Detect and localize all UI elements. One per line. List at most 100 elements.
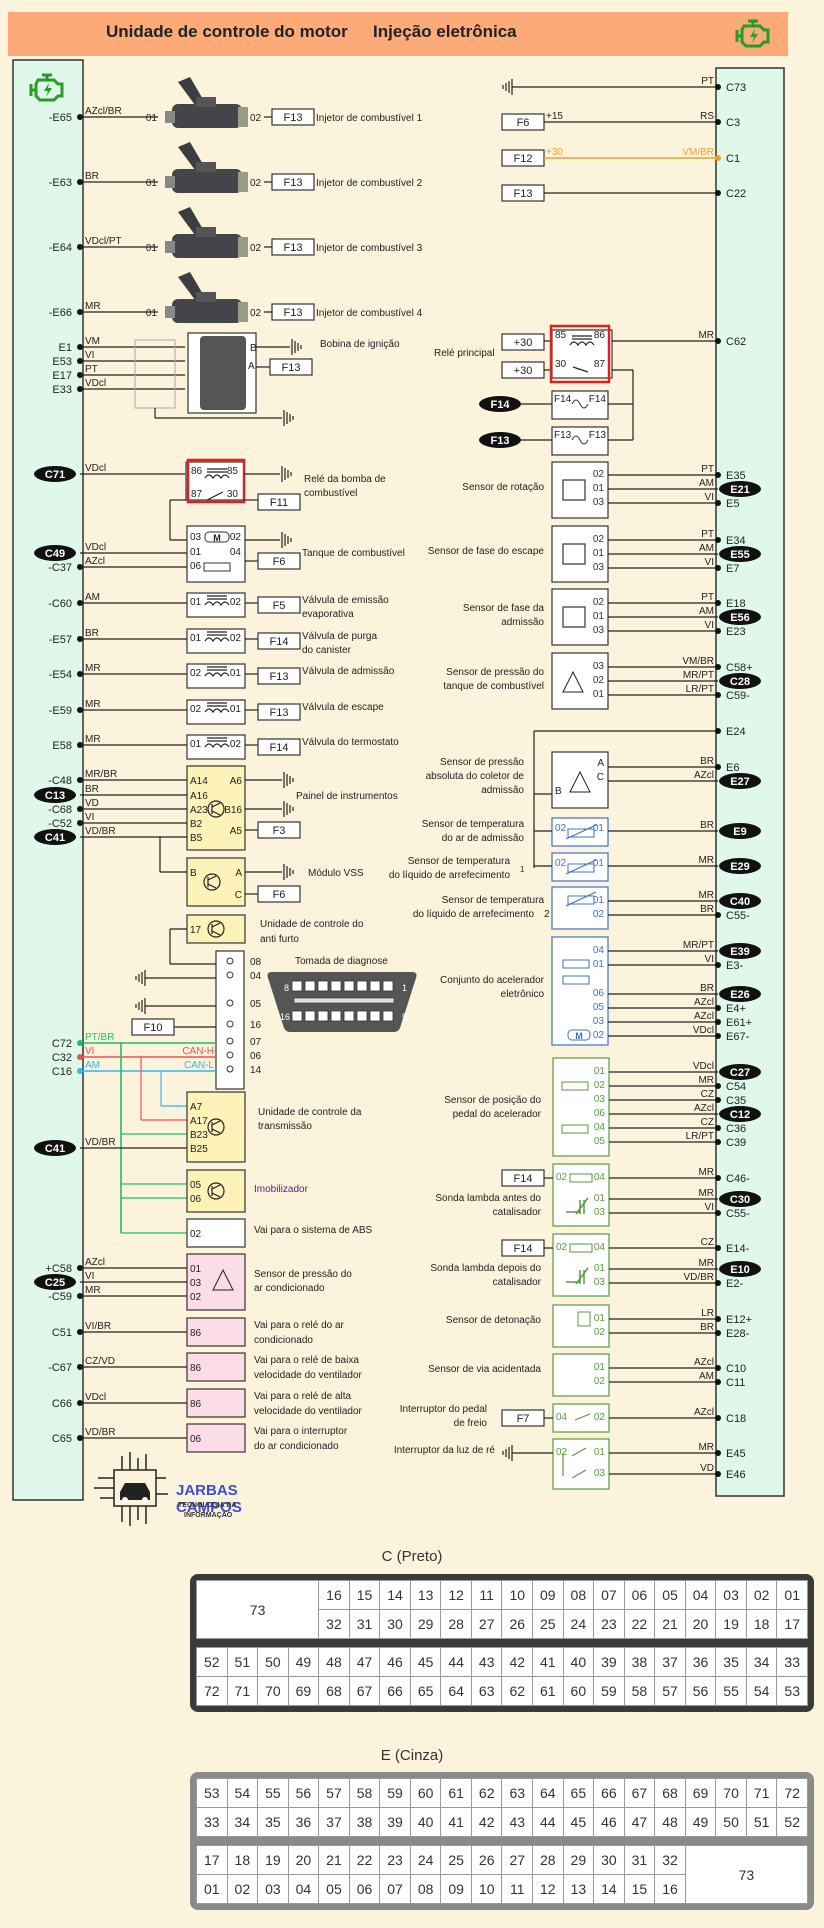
- connector-pin: 43: [470, 1647, 503, 1677]
- pin-pill-label: E39: [730, 946, 750, 958]
- ecu-pin-E28-: E28-: [726, 1328, 750, 1340]
- fuse-pill: [479, 396, 521, 412]
- wire-color-label: AZcl: [694, 1103, 714, 1114]
- wire-color-label: MR: [85, 699, 101, 710]
- ecu-pin-C58+: C58+: [726, 662, 753, 674]
- supply-label: +30: [546, 147, 563, 158]
- pedal-label: pedal do acelerador: [453, 1109, 542, 1120]
- ecu-pin-E45: E45: [726, 1448, 746, 1460]
- connector-pin: 37: [654, 1647, 686, 1677]
- connector-pin: 52: [776, 1807, 808, 1837]
- connector-pin: 70: [257, 1676, 289, 1706]
- pin-dot: [715, 1033, 721, 1039]
- throttle-terminal: 03: [593, 1016, 605, 1027]
- ecu-pin-C12: [719, 1106, 761, 1122]
- connector-pin: 39: [379, 1807, 411, 1837]
- connector-pin: 29: [562, 1845, 595, 1875]
- ntc-slash: [565, 824, 597, 840]
- obd-pin: [330, 1010, 342, 1022]
- connector-pin: 69: [287, 1676, 320, 1706]
- fuse-label: F12: [514, 153, 533, 165]
- wire-color-label: VI: [705, 954, 714, 965]
- pin-dot: [715, 628, 721, 634]
- connector-pin: 72: [196, 1676, 228, 1706]
- diagnostic-pin-label: 07: [250, 1037, 262, 1048]
- wire-color-label: LR/PT: [686, 684, 714, 695]
- obd-pin: [356, 1010, 368, 1022]
- fuel-level-sensor-icon: [203, 562, 231, 572]
- wire-color-label: MR: [698, 1442, 714, 1453]
- connector-pin: 18: [745, 1609, 778, 1639]
- ground-icon: [283, 801, 294, 817]
- panel-terminal: A14: [190, 776, 208, 787]
- transistor-e: [211, 1128, 221, 1134]
- ntc-thermistor-icon: [567, 863, 595, 873]
- tank-fuse: [257, 552, 301, 570]
- connector-pin: 04: [684, 1580, 717, 1610]
- throttle-terminal: 06: [593, 988, 605, 999]
- relay-terminal: 87: [594, 359, 606, 370]
- ecu-pin-C1: C1: [726, 153, 740, 165]
- wire-color-label: VDcl: [85, 378, 106, 389]
- connector-pin: 73: [684, 1845, 809, 1904]
- pin-dot: [715, 1330, 721, 1336]
- ecu-pin--C48: -C48: [48, 775, 72, 787]
- panel-terminal: B2: [190, 819, 203, 830]
- pin-dot: [715, 190, 721, 196]
- connector-pin: 63: [470, 1676, 503, 1706]
- connector-pin: 11: [470, 1580, 503, 1610]
- hall-sensor-box: [551, 461, 609, 519]
- pin-dot: [715, 500, 721, 506]
- reverse-terminal: 02: [556, 1447, 568, 1458]
- tank-terminal: 03: [190, 532, 202, 543]
- wire-color-label: VD: [700, 1463, 714, 1474]
- connector-pin: 19: [257, 1845, 289, 1875]
- ecu-pin--E57: -E57: [49, 634, 72, 646]
- relay-out-label: velocidade do ventilador: [254, 1370, 363, 1381]
- injector-pin-in: 01: [146, 178, 158, 189]
- connector-pin: 62: [501, 1676, 534, 1706]
- wire-color-label: AM: [699, 606, 714, 617]
- ground-icon: [283, 410, 294, 426]
- valve-label: Válvula de emissão: [302, 595, 389, 606]
- pin-pill-label: F14: [491, 399, 511, 411]
- pedal-pot-icon: [561, 1081, 589, 1091]
- connector-pin: 54: [745, 1676, 778, 1706]
- obd-pin: [291, 980, 303, 992]
- pin-dot: [715, 1471, 721, 1477]
- wire-color-label: AZcl: [694, 770, 714, 781]
- lambda-label: Sonda lambda antes do: [435, 1193, 541, 1204]
- connector-pin: 09: [440, 1874, 472, 1904]
- valve-terminal: 01: [190, 739, 202, 750]
- pump-motor-label: M: [213, 533, 221, 543]
- sensor-label: Sensor de fase do escape: [428, 546, 545, 557]
- injector-pin-out: 02: [250, 113, 262, 124]
- sensor-terminal: 03: [593, 497, 605, 508]
- switch-icon: [571, 1469, 587, 1479]
- panel-terminal: A16: [190, 791, 208, 802]
- sensor-terminal: 01: [593, 689, 605, 700]
- connector-pin: 20: [287, 1845, 320, 1875]
- pin-dot: [715, 962, 721, 968]
- map-terminal: A: [597, 758, 604, 769]
- connector-pin: 16: [654, 1874, 686, 1904]
- injector-label: Injetor de combustível 1: [316, 113, 423, 124]
- coil-fuse: [269, 358, 313, 376]
- ecu-pin-E7: E7: [726, 563, 739, 575]
- pin-dot: [715, 600, 721, 606]
- hall-sensor-box: [551, 588, 609, 646]
- brake-terminal: 04: [556, 1412, 568, 1423]
- knock-label: Sensor de detonação: [446, 1315, 542, 1326]
- connector-pin: 41: [532, 1647, 564, 1677]
- ecu-pin-E3-: E3-: [726, 960, 743, 972]
- fuse-label: F10: [144, 1022, 163, 1034]
- wire-color-label: AZcl: [694, 1011, 714, 1022]
- panel-terminal: A23: [190, 805, 208, 816]
- connector-pin: 34: [226, 1807, 259, 1837]
- connector-pin: 47: [348, 1647, 381, 1677]
- logo-sub2: INFORMAÇÃO: [184, 1512, 233, 1519]
- transistor-c: [211, 922, 221, 928]
- connector-pin: 31: [623, 1845, 656, 1875]
- ecu-pin-E24: E24: [726, 726, 746, 738]
